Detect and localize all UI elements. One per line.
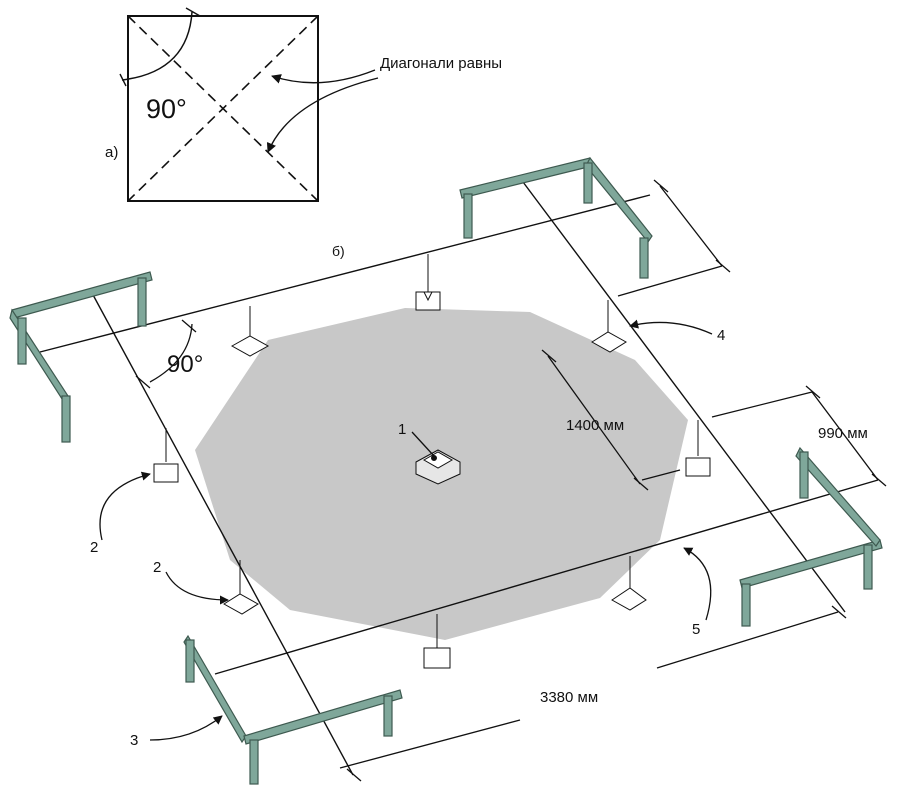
batter-board-bottom-right — [739, 446, 883, 627]
note-arrow-2 — [266, 77, 379, 153]
inset-diagonal-2 — [127, 15, 319, 202]
batter-board-bottom-left — [183, 634, 403, 785]
inset-angle-arc — [121, 11, 193, 81]
dimension-ticks — [135, 179, 887, 782]
callout-3: 3 — [130, 732, 138, 749]
callout-leaders — [99, 319, 713, 741]
dim-990: 990 мм — [818, 425, 868, 442]
inset-tick-top — [185, 7, 201, 17]
main-layout-diagram: б) 90° 1400 мм 990 мм 3380 мм 1 2 2 3 4 … — [9, 156, 887, 785]
dim-3380: 3380 мм — [540, 689, 598, 706]
inset-tick-left — [119, 73, 127, 87]
callout-2a: 2 — [90, 539, 98, 556]
inset-angle-label: 90° — [146, 94, 187, 124]
plumb-pads — [153, 254, 711, 669]
callout-1: 1 — [398, 421, 406, 438]
batter-board-top-right — [459, 156, 653, 279]
callout-5: 5 — [692, 621, 700, 638]
inset-square — [127, 15, 319, 202]
dim-1400: 1400 мм — [566, 417, 624, 434]
main-angle-label: 90° — [167, 351, 203, 378]
diagonals-note: Диагонали равны — [380, 55, 502, 72]
callout-4: 4 — [717, 327, 725, 344]
main-angle-arc — [149, 323, 193, 383]
batter-board-top-left — [9, 271, 153, 443]
inset-label: а) — [105, 144, 118, 161]
inset-square-diagram: 90° а) Диагонали равны — [105, 7, 502, 202]
main-label: б) — [332, 243, 345, 259]
dimension-lines — [339, 185, 879, 769]
callout-2b: 2 — [153, 559, 161, 576]
note-arrow-1 — [271, 69, 376, 84]
